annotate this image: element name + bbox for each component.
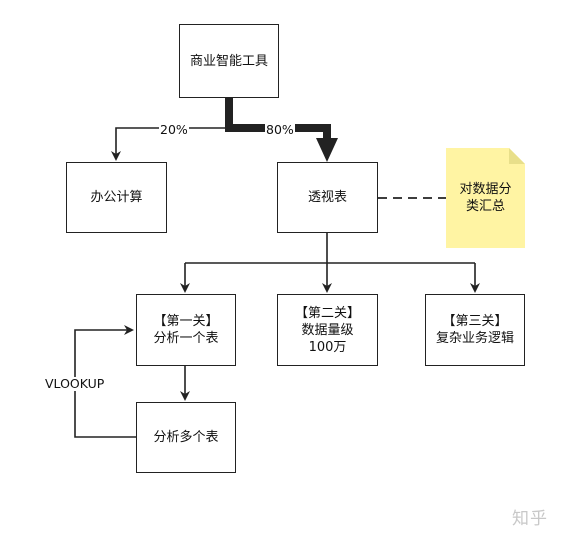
node-bi-tools: 商业智能工具 — [179, 24, 279, 98]
node-office-label: 办公计算 — [90, 190, 143, 205]
watermark-logo: 知乎 — [512, 509, 548, 529]
node-bi-tools-label: 商业智能工具 — [189, 53, 268, 69]
node-level3: 【第三关】 复杂业务逻辑 — [425, 294, 525, 366]
node-level2-line1: 【第二关】 — [294, 305, 360, 321]
node-office: 办公计算 — [66, 162, 167, 233]
node-level2: 【第二关】 数据量级 100万 — [277, 294, 378, 366]
sticky-note-line1: 对数据分 — [459, 182, 512, 197]
edge-label-20pct: 20% — [159, 122, 189, 137]
node-pivot: 透视表 — [277, 162, 378, 233]
node-level1: 【第一关】 分析一个表 — [136, 294, 236, 366]
sticky-note: 对数据分 类汇总 — [446, 148, 525, 248]
node-level3-line1: 【第三关】 — [442, 314, 508, 329]
node-multi-table: 分析多个表 — [136, 402, 236, 473]
edge-label-vlookup: VLOOKUP — [44, 376, 106, 391]
node-level3-line2: 复杂业务逻辑 — [435, 331, 514, 346]
node-pivot-label: 透视表 — [307, 190, 347, 205]
node-level1-line2: 分析一个表 — [153, 331, 219, 346]
sticky-note-line2: 类汇总 — [465, 199, 505, 214]
node-level2-line3: 100万 — [308, 339, 347, 355]
edge-bi-to-pivot-arrowhead — [316, 138, 338, 162]
edge-pivot-bus — [185, 232, 475, 264]
node-level2-line2: 数据量级 — [301, 322, 354, 338]
node-level1-line1: 【第一关】 — [153, 314, 219, 329]
node-multi-table-label: 分析多个表 — [153, 430, 219, 445]
sticky-note-shape — [446, 148, 525, 248]
edge-bi-to-office — [111, 127, 229, 161]
edge-label-80pct: 80% — [265, 122, 295, 137]
